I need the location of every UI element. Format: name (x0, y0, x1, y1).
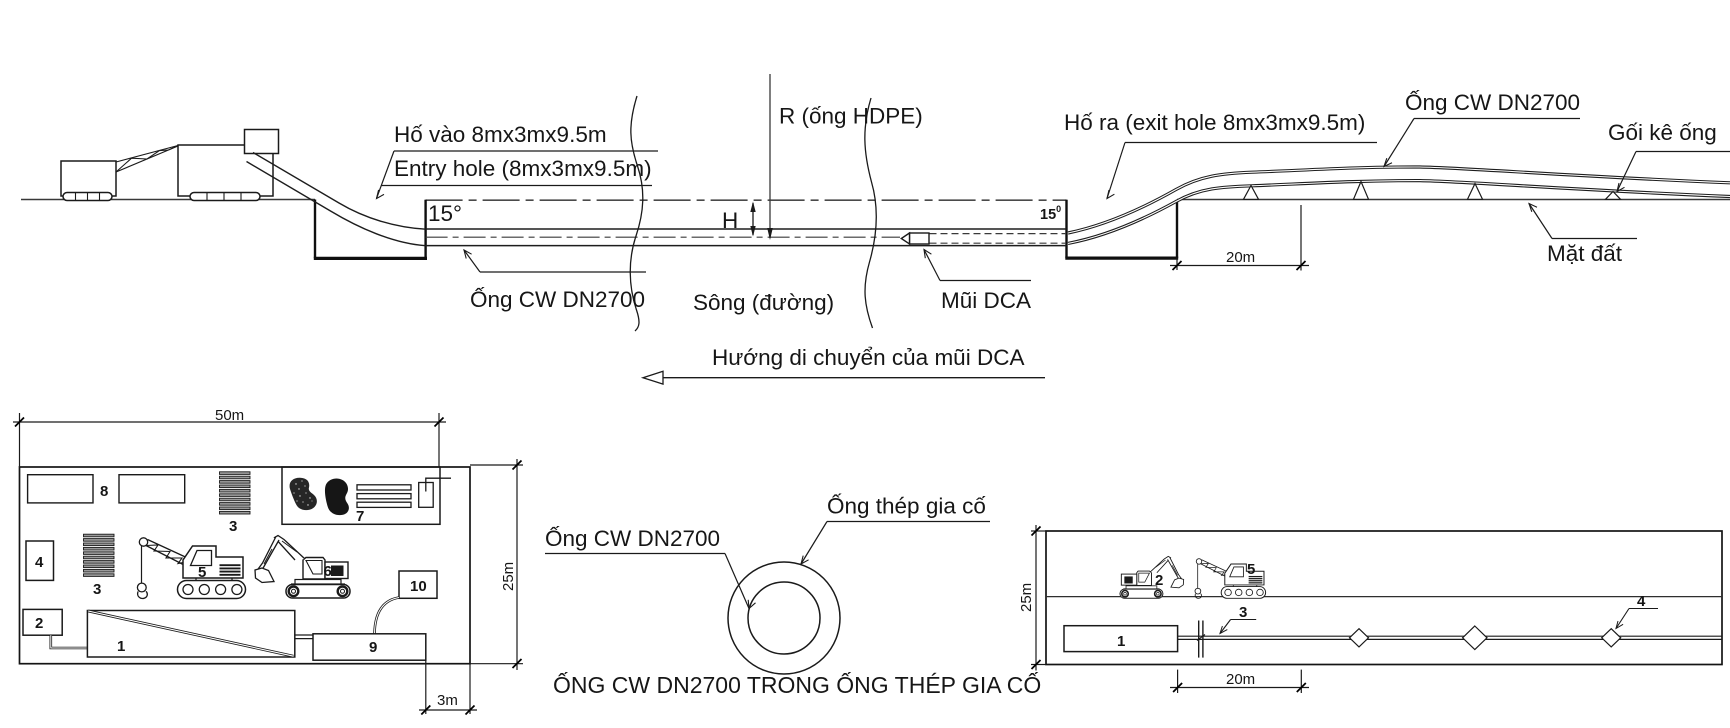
svg-text:4: 4 (1637, 593, 1646, 610)
svg-text:R (ống HDPE): R (ống HDPE) (779, 104, 923, 129)
svg-text:4: 4 (35, 554, 44, 571)
svg-text:2: 2 (1155, 572, 1163, 589)
svg-text:20m: 20m (1226, 249, 1255, 266)
svg-text:10: 10 (410, 578, 427, 595)
svg-text:1: 1 (117, 638, 125, 655)
svg-text:15°: 15° (428, 201, 462, 226)
svg-text:20m: 20m (1226, 671, 1255, 688)
svg-text:Gối kê ống: Gối kê ống (1608, 120, 1717, 145)
svg-text:1: 1 (1117, 633, 1125, 650)
svg-text:50m: 50m (215, 407, 244, 424)
svg-text:3: 3 (93, 581, 101, 598)
svg-text:Ống CW DN2700: Ống CW DN2700 (470, 286, 645, 312)
svg-text:2: 2 (35, 615, 43, 632)
svg-text:6: 6 (324, 563, 332, 580)
svg-text:H: H (722, 208, 738, 233)
svg-text:Ống thép gia cố: Ống thép gia cố (827, 493, 986, 519)
svg-text:25m: 25m (1018, 583, 1035, 612)
svg-text:Mặt đất: Mặt đất (1547, 241, 1623, 266)
svg-text:Ống CW DN2700: Ống CW DN2700 (1405, 89, 1580, 115)
svg-text:5: 5 (198, 564, 206, 581)
svg-text:Entry hole (8mx3mx9.5m): Entry hole (8mx3mx9.5m) (394, 156, 652, 181)
svg-text:7: 7 (356, 508, 364, 525)
svg-text:8: 8 (100, 483, 108, 500)
svg-text:Hướng di chuyển của mũi DCA: Hướng di chuyển của mũi DCA (712, 345, 1024, 370)
svg-text:3: 3 (1239, 604, 1247, 621)
svg-text:25m: 25m (500, 562, 517, 591)
svg-text:Sông (đường): Sông (đường) (693, 290, 834, 315)
svg-text:Ống CW DN2700: Ống CW DN2700 (545, 525, 720, 551)
svg-text:9: 9 (369, 639, 377, 656)
svg-text:ỐNG CW DN2700 TRONG ỐNG THÉP G: ỐNG CW DN2700 TRONG ỐNG THÉP GIA CỐ (553, 671, 1041, 698)
svg-text:Mũi DCA: Mũi DCA (941, 288, 1031, 313)
svg-text:Hố ra (exit hole 8mx3mx9.5m): Hố ra (exit hole 8mx3mx9.5m) (1064, 110, 1365, 135)
svg-text:3m: 3m (437, 692, 458, 709)
svg-text:150: 150 (1040, 204, 1061, 223)
svg-text:5: 5 (1247, 561, 1255, 578)
svg-text:3: 3 (229, 518, 237, 535)
svg-text:Hố vào 8mx3mx9.5m: Hố vào 8mx3mx9.5m (394, 122, 607, 147)
